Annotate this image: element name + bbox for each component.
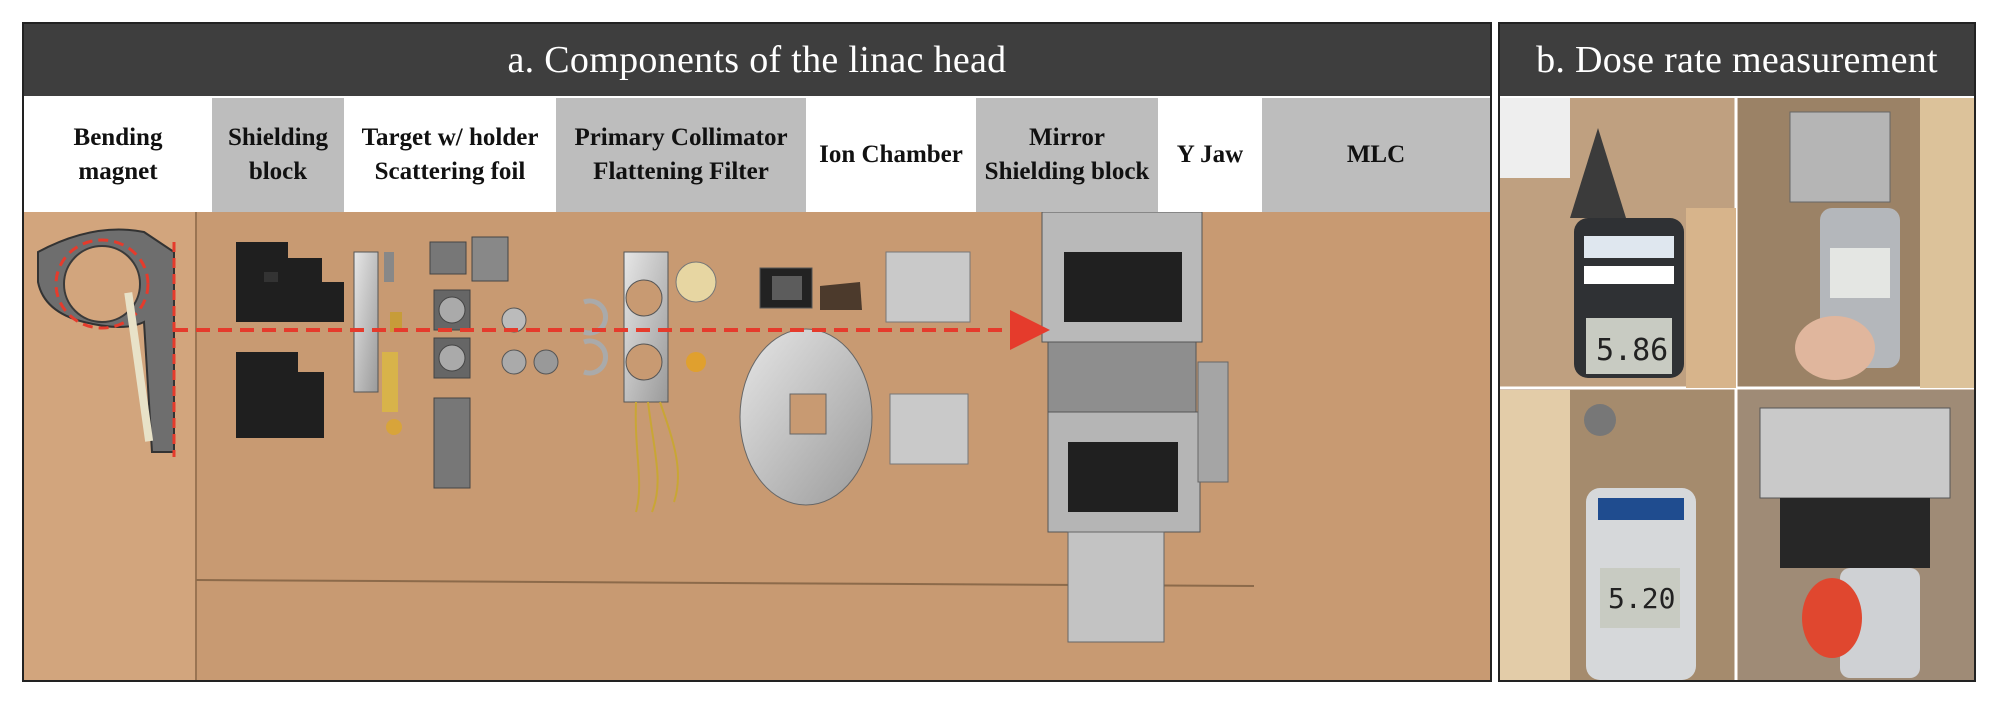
survey-meter-icon: [1840, 568, 1920, 678]
meter-reading-1: 5.86: [1596, 333, 1668, 368]
label-mlc: MLC: [1262, 98, 1490, 212]
panel-a-title: a. Components of the linac head: [24, 24, 1490, 96]
target-holder-icon: [353, 251, 402, 435]
mirror-icon: [759, 267, 862, 310]
bending-magnet-icon: [37, 228, 176, 457]
label-ion-chamber: Ion Chamber: [806, 98, 976, 212]
shielding-block-icon: [236, 242, 344, 438]
flattening-filter-icon: [501, 298, 608, 376]
meter-reading-2: 5.20: [1608, 582, 1675, 615]
dose-rate-photo: 5.86 5.20: [1500, 98, 1974, 680]
linac-components-photo: [24, 212, 1490, 680]
panel-b-title: b. Dose rate measurement: [1500, 24, 1974, 96]
cone-icon: [1570, 128, 1626, 218]
ion-chamber-icon: [623, 251, 717, 513]
y-jaw-icon: [885, 251, 971, 465]
panel-b: b. Dose rate measurement 5.86: [1498, 22, 1976, 682]
mlc-icon: [1041, 212, 1229, 643]
mirror-shielding-disc-icon: [739, 328, 873, 506]
primary-collimator-icon: [429, 236, 509, 489]
label-y-jaw: Y Jaw: [1158, 98, 1262, 212]
